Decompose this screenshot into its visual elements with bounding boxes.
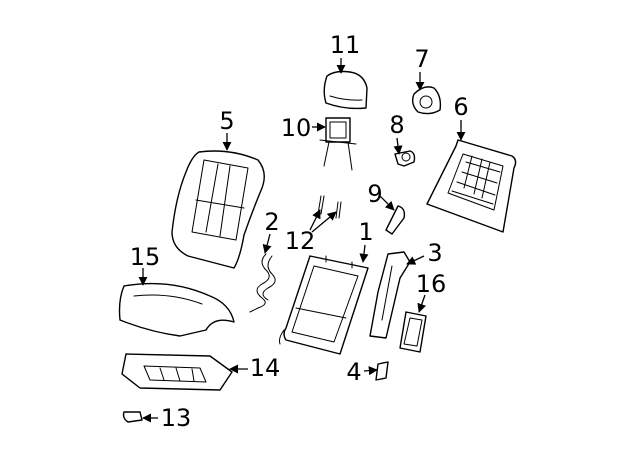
leader-9 [379, 195, 395, 211]
callout-7: 7 [414, 45, 429, 73]
seat-back-frame-part [279, 255, 369, 355]
leader-3 [406, 255, 425, 265]
callout-4: 4 [346, 358, 361, 386]
seat-back-panel-part [426, 139, 517, 233]
leader-12a [309, 209, 321, 231]
trim-bezel-part [399, 311, 427, 353]
seat-back-cushion-part [171, 150, 265, 269]
callout-9: 9 [367, 180, 382, 208]
callout-16: 16 [416, 270, 447, 298]
callout-10: 10 [281, 114, 312, 142]
leader-4 [363, 366, 378, 376]
wire-harness-part [249, 253, 276, 313]
callout-2: 2 [264, 208, 279, 236]
headrest-part [323, 70, 368, 110]
callout-13: 13 [161, 404, 192, 432]
leader-1 [359, 244, 369, 263]
callout-14: 14 [250, 354, 281, 382]
headrest-guide-part [319, 117, 357, 171]
callout-15: 15 [130, 243, 161, 271]
callout-11: 11 [330, 31, 361, 59]
seat-cushion-part [118, 282, 235, 337]
callout-12: 12 [285, 227, 316, 255]
callout-3: 3 [427, 239, 442, 267]
side-shield-part [369, 251, 411, 339]
adjust-knob-part [394, 150, 416, 167]
callout-8: 8 [389, 111, 404, 139]
callout-1: 1 [358, 218, 373, 246]
callout-labels: 11 10 7 8 6 5 9 12 2 1 3 16 15 4 14 13 [130, 31, 469, 432]
seat-frame-part [121, 353, 233, 391]
leader-8 [393, 137, 403, 155]
leader-12b [311, 211, 337, 233]
leader-lines [138, 58, 466, 423]
recliner-cover-part [411, 86, 442, 115]
leader-16 [417, 294, 427, 313]
side-clip-part [385, 205, 406, 235]
guide-pins-part [317, 195, 342, 219]
clip-part [122, 411, 143, 423]
bracket-part [375, 361, 389, 381]
callout-6: 6 [453, 93, 468, 121]
leader-2 [262, 233, 272, 254]
callout-5: 5 [219, 107, 234, 135]
